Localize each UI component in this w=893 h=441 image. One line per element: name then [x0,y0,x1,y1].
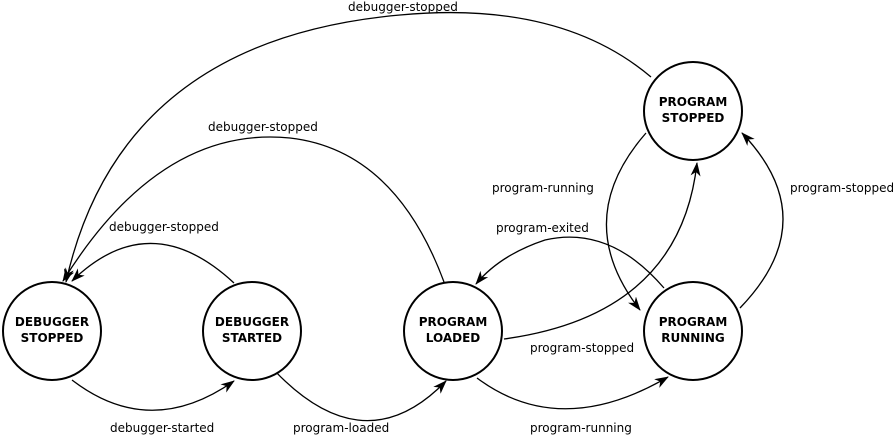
state-label-line1: PROGRAM [659,315,728,329]
state-label-line1: PROGRAM [659,95,728,109]
state-program-loaded: PROGRAM LOADED [403,281,503,381]
state-label-line1: PROGRAM [419,315,488,329]
edge-debugger-stopped-from-started [71,242,235,284]
state-label-line1: DEBUGGER [15,315,89,329]
edge-program-running [476,376,669,410]
state-debugger-started: DEBUGGER STARTED [202,281,302,381]
edge-program-running-from-stopped [605,132,647,311]
edge-program-exited [475,236,665,289]
edge-debugger-stopped-from-program-stopped [63,11,652,283]
label-program-stopped-from-running: program-stopped [790,181,893,195]
label-program-loaded: program-loaded [293,421,389,435]
transition-labels: debugger-started debugger-stopped progra… [109,0,893,435]
edge-program-stopped-from-loaded [503,162,701,340]
label-program-exited: program-exited [496,221,589,235]
edge-program-loaded [263,358,447,422]
state-label-line2: LOADED [426,331,481,345]
state-label-line2: STOPPED [662,111,725,125]
state-program-running: PROGRAM RUNNING [643,281,743,381]
transitions [62,11,784,422]
label-debugger-stopped-from-started: debugger-stopped [109,220,219,234]
state-label-line2: RUNNING [661,331,724,345]
state-label-line2: STOPPED [21,331,84,345]
label-program-stopped-from-loaded: program-stopped [530,341,634,355]
edge-debugger-started [71,379,235,411]
label-program-running: program-running [530,421,632,435]
state-program-stopped: PROGRAM STOPPED [643,61,743,161]
label-debugger-stopped-from-loaded: debugger-stopped [208,120,318,134]
state-label-line1: DEBUGGER [215,315,289,329]
label-debugger-stopped-top: debugger-stopped [348,0,458,14]
edge-program-stopped-from-running [739,132,784,309]
label-debugger-started: debugger-started [110,421,214,435]
label-program-running-from-stopped: program-running [492,181,594,195]
edge-debugger-stopped-from-loaded [62,136,445,283]
state-debugger-stopped: DEBUGGER STOPPED [2,281,102,381]
state-label-line2: STARTED [222,331,282,345]
